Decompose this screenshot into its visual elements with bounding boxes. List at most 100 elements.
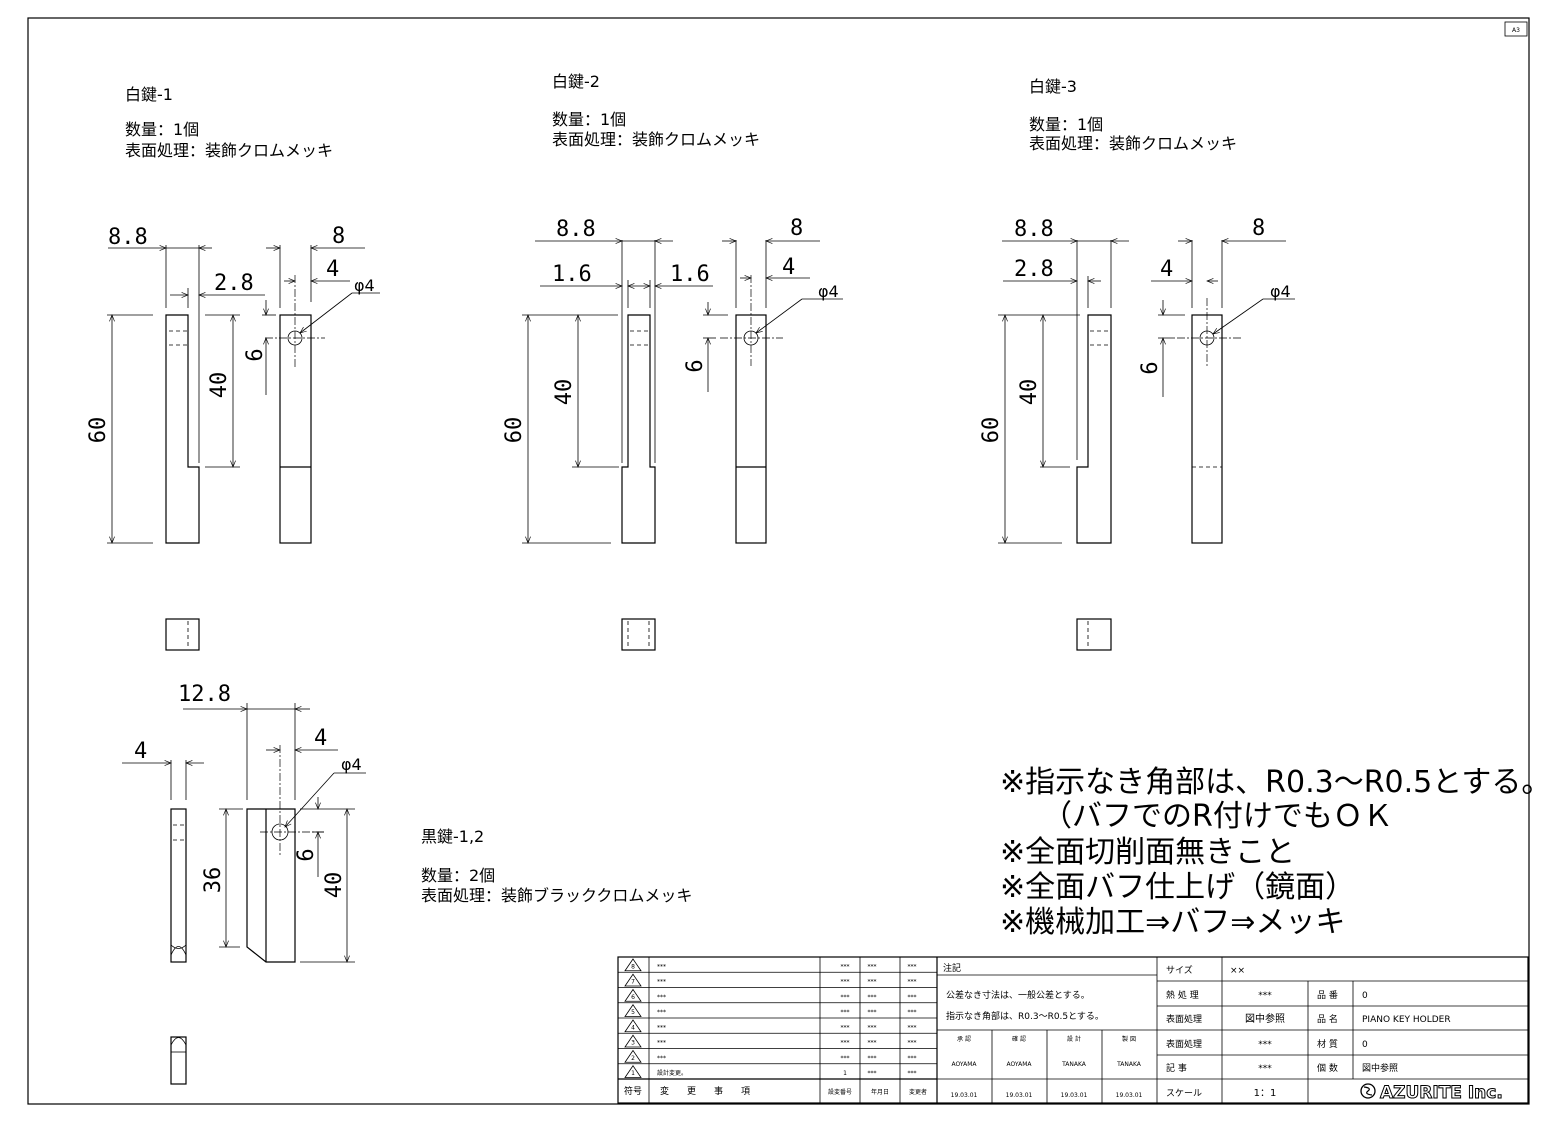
- remarks-value: ***: [1258, 1064, 1272, 1074]
- revision-no: 1: [843, 1070, 847, 1077]
- revision-content: ***: [657, 1055, 666, 1062]
- title-block: 8************7************6************5…: [617, 956, 1529, 1104]
- revision-row: 6 *** *** *** ***: [618, 987, 937, 1002]
- part-title: 白鍵-3: [1029, 77, 1077, 96]
- sign-role: 承 認: [957, 1035, 971, 1043]
- dim-hole-dia: φ4: [354, 276, 375, 295]
- revision-rows: 8************7************6************5…: [618, 958, 937, 1078]
- scale-value: 1：1: [1254, 1088, 1277, 1099]
- dim-slot-depth: 40: [552, 379, 577, 406]
- dim-slot-depth: 40: [207, 372, 232, 399]
- company-name: AZURITE Inc.: [1380, 1083, 1503, 1103]
- dim-front-width: 8: [790, 216, 803, 241]
- dim-slot-left: 1.6: [552, 262, 592, 287]
- revision-content: ***: [657, 1024, 666, 1031]
- revision-date: ***: [868, 1070, 877, 1077]
- revision-content: 設計変更。: [657, 1069, 687, 1077]
- dim-slot-right: 1.6: [670, 262, 710, 287]
- revision-symbol: 2: [631, 1055, 635, 1062]
- sign-role: 確 認: [1012, 1035, 1026, 1043]
- sign-name: TANAKA: [1061, 1061, 1087, 1068]
- sign-date: 19.03.01: [1061, 1092, 1088, 1099]
- sign-name: AOYAMA: [952, 1061, 978, 1068]
- remarks-label: 記 事: [1166, 1062, 1187, 1074]
- dim-height: 60: [979, 417, 1004, 444]
- qty-label: 個 数: [1317, 1062, 1338, 1074]
- front-view: [1177, 240, 1242, 544]
- dim-slot-depth: 40: [1017, 379, 1042, 406]
- front-view: [720, 240, 783, 544]
- part-black-key: 黒鍵-1,2 数量：2個 表面処理：装飾ブラッククロムメッキ 4: [122, 682, 692, 1085]
- size-label: サイズ: [1166, 964, 1193, 976]
- side-view: [170, 760, 187, 963]
- dim-hole-offset: 4: [782, 255, 795, 280]
- front-view: [246, 703, 326, 963]
- revision-no: ***: [841, 1055, 850, 1062]
- dim-slot: 2.8: [1014, 257, 1054, 282]
- revision-no: ***: [841, 963, 850, 970]
- part-quantity: 数量：1個: [552, 110, 626, 129]
- sign-role: 設 計: [1067, 1035, 1081, 1043]
- sign-date: 19.03.01: [1006, 1092, 1033, 1099]
- surface2-value: ***: [1258, 1040, 1272, 1050]
- dimensions: 4 12.8 4 φ4 36 40 6: [122, 682, 366, 962]
- part-no-label: 品 番: [1317, 989, 1338, 1001]
- surface2-label: 表面処理: [1166, 1038, 1202, 1050]
- revision-content: ***: [657, 963, 666, 970]
- sign-date: 19.03.01: [1116, 1092, 1143, 1099]
- dim-hole-offset: 4: [326, 257, 339, 282]
- revision-no: ***: [841, 1024, 850, 1031]
- company-logo: AZURITE Inc.: [1360, 1083, 1503, 1104]
- part-quantity: 数量：1個: [1029, 115, 1103, 134]
- revision-by: ***: [908, 963, 917, 970]
- dim-height: 40: [322, 872, 347, 899]
- sign-name: TANAKA: [1116, 1061, 1142, 1068]
- sign-date: 19.03.01: [951, 1092, 978, 1099]
- revision-content: ***: [657, 1040, 666, 1047]
- notes-label: 注記: [943, 962, 961, 974]
- revision-date: ***: [868, 1040, 877, 1047]
- revision-by: ***: [908, 979, 917, 986]
- sheet-size-box: [1504, 21, 1528, 37]
- surface-label: 表面処理: [1166, 1013, 1202, 1025]
- revision-date: ***: [868, 994, 877, 1001]
- revision-date: ***: [868, 1055, 877, 1062]
- revision-content: ***: [657, 994, 666, 1001]
- part-no-value: 0: [1362, 991, 1368, 1001]
- revision-triangle-icon: [624, 1034, 642, 1048]
- part-white-key-1: 白鍵-1 数量：1個 表面処理：装飾クロムメッキ 8.8: [86, 85, 380, 651]
- revision-symbol: 8: [631, 963, 635, 970]
- revision-row: 2 *** *** *** ***: [618, 1048, 937, 1063]
- note-line: 指示なき角部は、R0.3～R0.5とする。: [946, 1010, 1104, 1022]
- note-line: ※機械加工⇒バフ⇒メッキ: [1000, 905, 1345, 940]
- revision-symbol: 3: [631, 1040, 635, 1047]
- material-value: 0: [1362, 1040, 1368, 1050]
- sheet-border: [27, 17, 1530, 1105]
- dim-front-width: 8: [1252, 216, 1265, 241]
- top-view: [621, 618, 656, 651]
- side-view: [621, 240, 656, 544]
- signatures: 承 認 AOYAMA 19.03.01 確 認 AOYAMA 19.03.01 …: [951, 1035, 1143, 1099]
- dim-hole-top: 6: [294, 848, 319, 861]
- dim-hole-top: 6: [683, 359, 708, 372]
- scale-label: スケール: [1166, 1088, 1202, 1099]
- qty-value: 図中参照: [1362, 1062, 1398, 1074]
- size-value: ××: [1230, 966, 1245, 976]
- revision-symbol: 6: [631, 994, 635, 1001]
- dim-height-short: 36: [201, 867, 226, 894]
- dim-width-total: 8.8: [556, 217, 596, 242]
- part-title: 白鍵-2: [552, 72, 600, 91]
- revision-no: ***: [841, 1009, 850, 1016]
- revision-by: ***: [908, 1055, 917, 1062]
- revision-triangle-icon: [624, 988, 642, 1002]
- side-view: [165, 245, 200, 544]
- revision-by: ***: [908, 994, 917, 1001]
- part-title: 黒鍵-1,2: [421, 827, 484, 846]
- part-surface: 表面処理：装飾クロムメッキ: [125, 141, 333, 160]
- revision-no: ***: [841, 994, 850, 1001]
- note-line: ※全面バフ仕上げ（鏡面）: [1000, 870, 1355, 905]
- front-view: [265, 245, 325, 544]
- dim-hole-top: 6: [243, 348, 268, 361]
- dim-thickness: 4: [134, 739, 147, 764]
- revision-row: 8************: [624, 958, 917, 972]
